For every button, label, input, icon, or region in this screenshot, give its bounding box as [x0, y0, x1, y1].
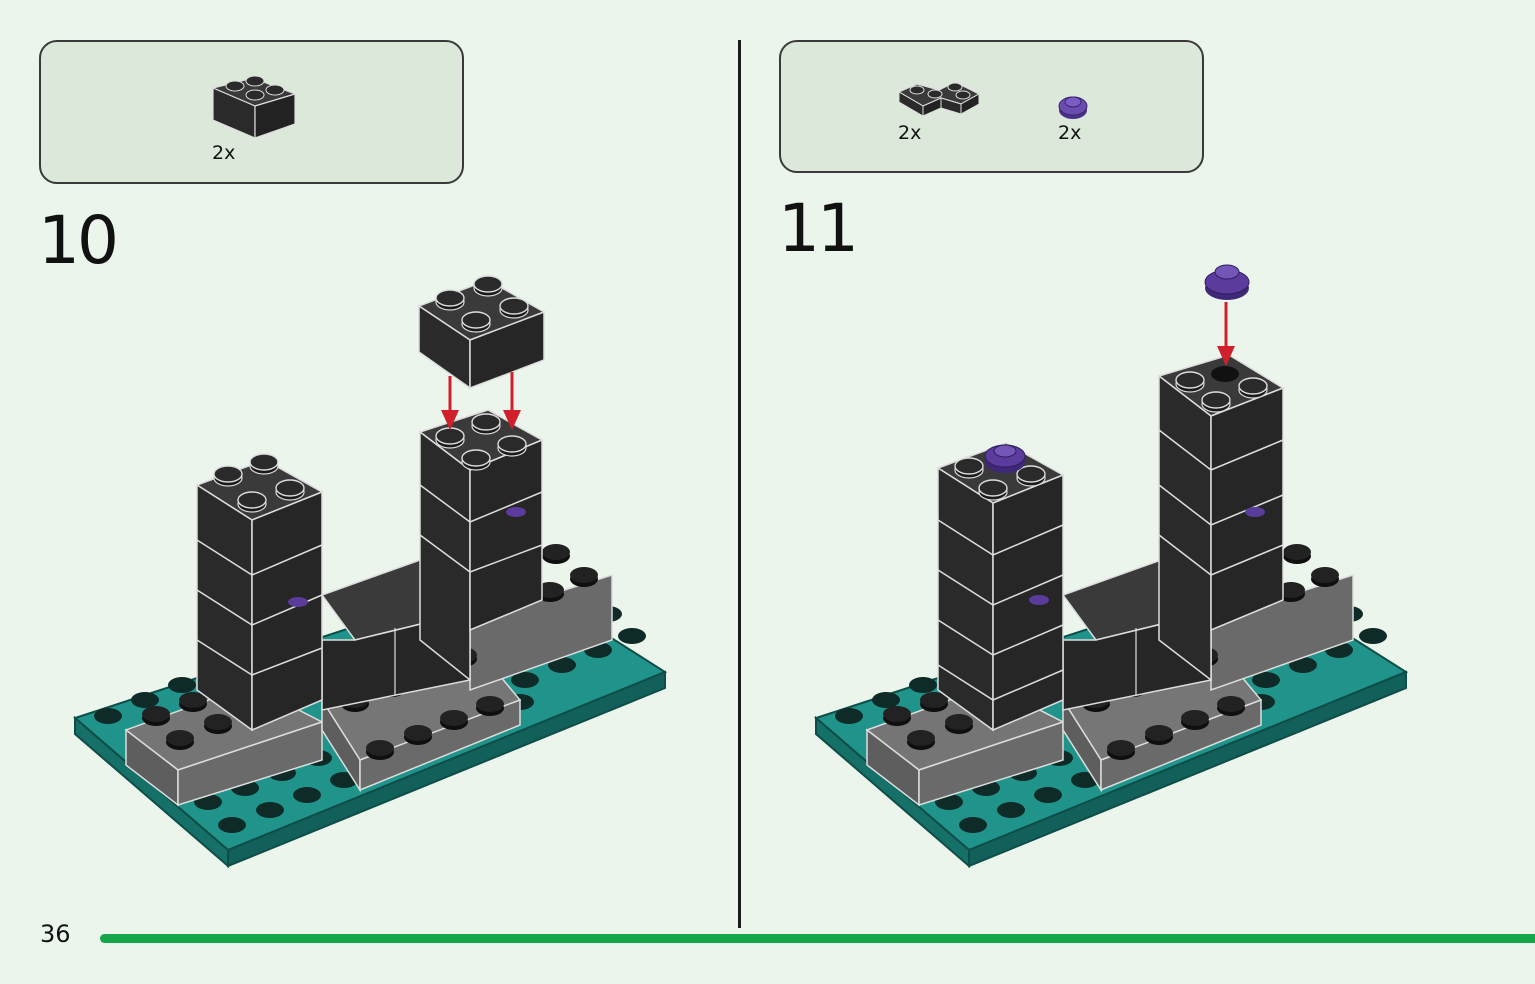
build-illustration-step-11: [814, 264, 1409, 869]
part-quantity: 2x: [212, 142, 236, 164]
step-number: 10: [38, 202, 119, 279]
placement-arrows: [441, 372, 521, 430]
parts-callout-step-11: 2x 2x: [779, 40, 1204, 173]
part-quantity: 2x: [1058, 122, 1082, 144]
page-number: 36: [40, 920, 71, 948]
plate-corner-black-icon: [897, 81, 981, 117]
round-plate-purple-icon: [1058, 96, 1088, 119]
build-illustration-step-10: [73, 275, 668, 869]
brick-2x2-black-icon: [211, 75, 297, 139]
parts-callout-step-10: 2x: [39, 40, 464, 184]
round-plate-purple: [984, 444, 1026, 473]
progress-bar: [100, 934, 1535, 943]
placement-arrow: [1217, 302, 1235, 366]
step-number: 11: [778, 190, 859, 267]
part-quantity: 2x: [898, 122, 922, 144]
round-plate-purple-floating: [1204, 264, 1250, 300]
step-divider: [738, 40, 741, 928]
